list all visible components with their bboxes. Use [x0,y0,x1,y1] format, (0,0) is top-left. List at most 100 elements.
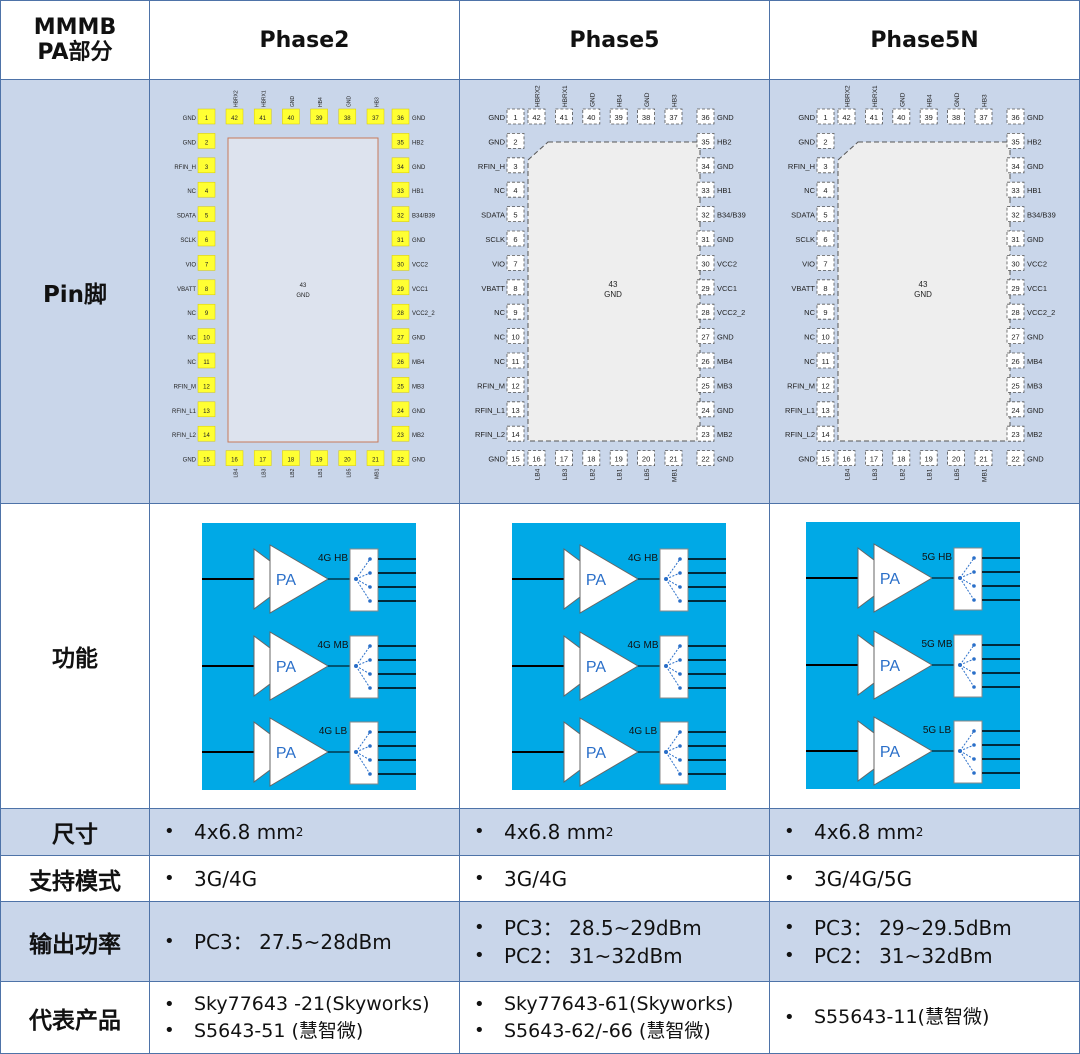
pa-label: PA [276,745,296,762]
pin-name: RFIN_L1 [172,409,197,415]
pin-pad [506,206,525,222]
switch-node [972,657,976,661]
pin-pad [1006,230,1025,247]
switch-throw [959,744,975,752]
pin-name: LB2 [899,468,906,480]
power-cell-phase5n: •PC3： 29~29.5dBm •PC2： 31~32dBm [769,901,1080,982]
pin-pad [664,450,683,467]
pin-pad [506,328,525,345]
pin-name: SDATA [791,211,815,220]
pin-pad [555,450,573,467]
pin-number: 40 [587,113,595,122]
pin-pad [391,377,410,393]
pin-name: B34/B39 [717,211,746,220]
pin-number: 30 [701,259,709,268]
pa-amplifier [269,631,329,701]
switch-box [349,635,379,699]
pin-name: NC [187,311,196,317]
pin-pad [696,352,715,369]
list-item: •PC2： 31~32dBm [474,942,769,970]
pin-pad [391,255,410,271]
bullet: • [474,993,485,1015]
pin-number: 8 [823,284,827,293]
mode-value: 3G/4G [194,866,258,891]
switch-throw [665,751,681,775]
pin-name: VCC2 [412,262,429,268]
pin-pad [696,254,715,271]
pin-number: 38 [344,116,351,122]
list-item: •3G/4G [474,865,769,893]
pin-number: 37 [979,113,987,122]
pin-number: 7 [823,259,827,268]
pin-pad [816,352,835,369]
pin-name: LB5 [954,468,961,480]
pin-number: 17 [259,458,266,464]
pin-pad [696,133,715,149]
corner-line2: PA部分 [37,40,113,65]
pin-pad [1006,133,1025,149]
mode-value: 3G/4G/5G [814,866,913,891]
pin-name: VCC2_2 [412,311,435,317]
band-label: 4G LB [629,726,658,737]
pin-number: 38 [642,113,650,122]
pin-number: 1 [205,116,209,122]
pin-pad [582,450,601,467]
list-item: •PC3： 27.5~28dBm [164,928,459,956]
pin-name: HB3 [375,97,381,107]
switch-throw [959,664,975,674]
pin-number: 40 [897,113,905,122]
pin-pad [391,157,410,174]
pin-name: VCC2_2 [717,308,745,317]
list-item: •Sky77643 -21(Skyworks) [164,991,459,1018]
pin-number: 31 [397,238,404,244]
row-label-product: 代表产品 [0,981,150,1054]
switch-box [349,721,379,785]
pin-name: RFIN_L1 [475,406,505,415]
pin-pad [816,108,835,125]
pin-name: GND [183,116,197,122]
pin-number: 8 [205,287,209,293]
bullet: • [784,944,795,966]
pin-pad [892,108,911,125]
pin-number: 39 [316,116,323,122]
pin-number: 21 [979,455,987,464]
center-pin-number: 43 [300,283,307,289]
pin-pad [391,425,410,442]
pin-number: 34 [397,165,404,171]
pin-number: 10 [203,336,210,342]
pin-number: 18 [897,455,905,464]
switch-throw [959,557,975,579]
pin-name: HBRX2 [234,90,240,107]
pin-name: GND [488,455,505,464]
switch-node [678,585,682,589]
pin-name: HB1 [717,186,732,195]
switch-throw [665,731,681,753]
switch-node [972,556,976,560]
pa-amplifier [873,630,933,700]
pin-number: 16 [532,455,540,464]
switch-node [678,644,682,648]
pin-number: 30 [1011,259,1019,268]
switch-node [972,570,976,574]
pin-number: 42 [231,116,238,122]
switch-node [368,744,372,748]
switch-throw [665,645,681,667]
pin-name: NC [804,308,815,317]
pin-name: VCC2 [1027,259,1047,268]
pin-pad [527,450,546,467]
pin-name: GND [717,406,734,415]
pin-number: 12 [821,381,829,390]
pin-name: MB3 [1027,381,1042,390]
package-body [527,141,701,442]
bullet: • [164,821,175,843]
pin-name: NC [494,308,505,317]
pin-number: 34 [701,162,709,171]
band-label: 5G LB [923,725,952,736]
pin-number: 31 [1011,235,1019,244]
pin-name: HB3 [982,94,989,107]
pin-number: 35 [397,140,404,146]
pin-number: 42 [532,113,540,122]
pin-pad [366,108,385,125]
